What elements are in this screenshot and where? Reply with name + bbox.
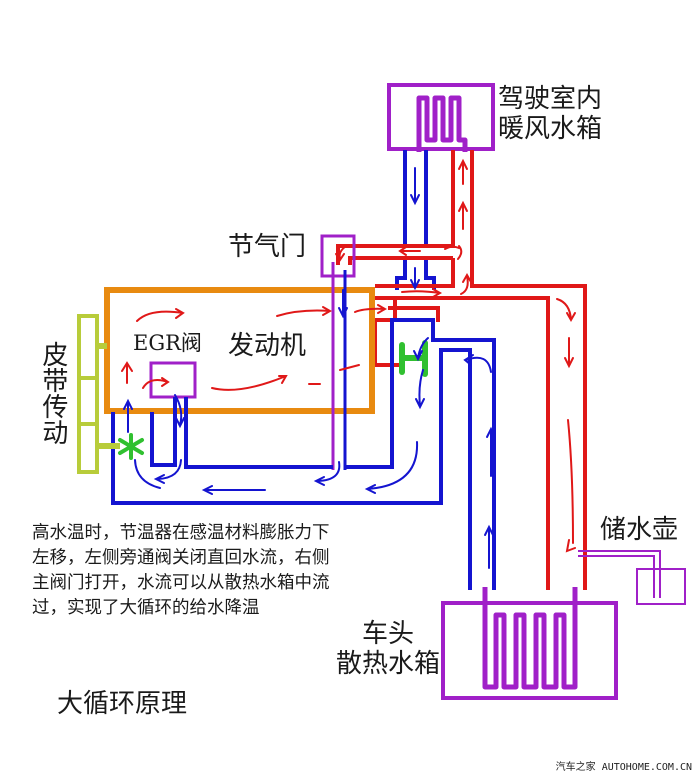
description-line: 过，实现了大循环的给水降温 <box>32 598 260 618</box>
watermark: 汽车之家 AUTOHOME.COM.CN <box>555 762 692 773</box>
water-pump <box>118 433 144 460</box>
description-line: 主阀门打开，水流可以从散热水箱中流 <box>32 573 330 593</box>
hot-flow-arrows <box>121 158 576 553</box>
cold-flow-arrows <box>123 167 496 569</box>
heater-core <box>387 83 495 152</box>
cold-coolant-pipes <box>111 318 496 590</box>
radiator-label-line1: 车头 <box>362 619 415 649</box>
radiator <box>441 587 618 700</box>
thermostat <box>399 340 428 377</box>
description-text: 高水温时，节温器在感温材料膨胀力下 左移，左侧旁通阀关闭直回水流，右侧 主阀门打… <box>32 521 412 621</box>
diagram-title: 大循环原理 <box>57 689 188 719</box>
throttle-body <box>320 234 356 470</box>
description-line: 左移，左侧旁通阀关闭直回水流，右侧 <box>32 548 330 568</box>
belt-drive <box>77 314 120 474</box>
radiator-label: 车头 散热水箱 <box>336 619 441 680</box>
expansion-tank-label: 储水壶 <box>600 515 679 545</box>
heater-core-label-line2: 暖风水箱 <box>498 113 603 144</box>
heater-core-label-line1: 驾驶室内 <box>498 84 603 114</box>
expansion-tank <box>578 550 686 605</box>
engine-block <box>104 287 375 414</box>
egr-valve-label: EGR阀 <box>133 331 202 355</box>
engine-label: 发动机 <box>228 331 307 361</box>
throttle-label: 节气门 <box>228 232 307 262</box>
description-line: 高水温时，节温器在感温材料膨胀力下 <box>32 523 330 543</box>
belt-drive-label: 皮带传动 <box>37 341 68 445</box>
heater-core-label: 驾驶室内 暖风水箱 <box>498 84 603 145</box>
radiator-label-line2: 散热水箱 <box>336 648 441 679</box>
